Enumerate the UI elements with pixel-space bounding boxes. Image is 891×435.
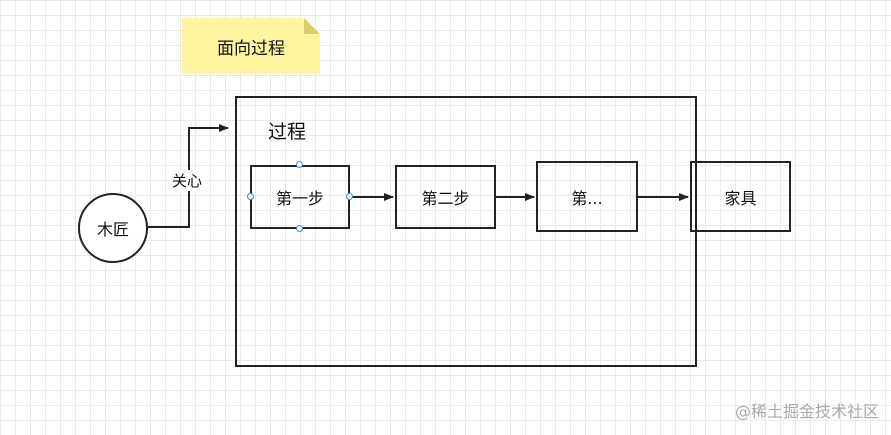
step-label-1: 第一步 [275,189,324,208]
result-box-furniture[interactable]: 家具 [690,161,791,232]
actor-label: 木匠 [96,220,129,239]
selection-handle-bottom[interactable] [296,225,303,232]
selection-handle-top[interactable] [296,161,303,168]
selection-handle-right[interactable] [346,193,353,200]
actor-carpenter[interactable]: 木匠 [78,193,148,263]
sticky-note-text: 面向过程 [217,39,285,59]
step-box-2[interactable]: 第二步 [395,165,496,229]
step-box-3[interactable]: 第... [536,161,638,232]
result-label: 家具 [724,188,757,208]
sticky-note[interactable] [182,18,320,74]
step-label-3: 第... [571,188,603,208]
watermark: @稀土掘金技术社区 [734,402,879,421]
step-label-2: 第二步 [421,189,470,208]
step-box-1[interactable]: 第一步 [250,165,350,229]
process-container-title: 过程 [268,121,307,143]
edge-label-care: 关心 [170,170,205,191]
selection-handle-left[interactable] [247,193,254,200]
